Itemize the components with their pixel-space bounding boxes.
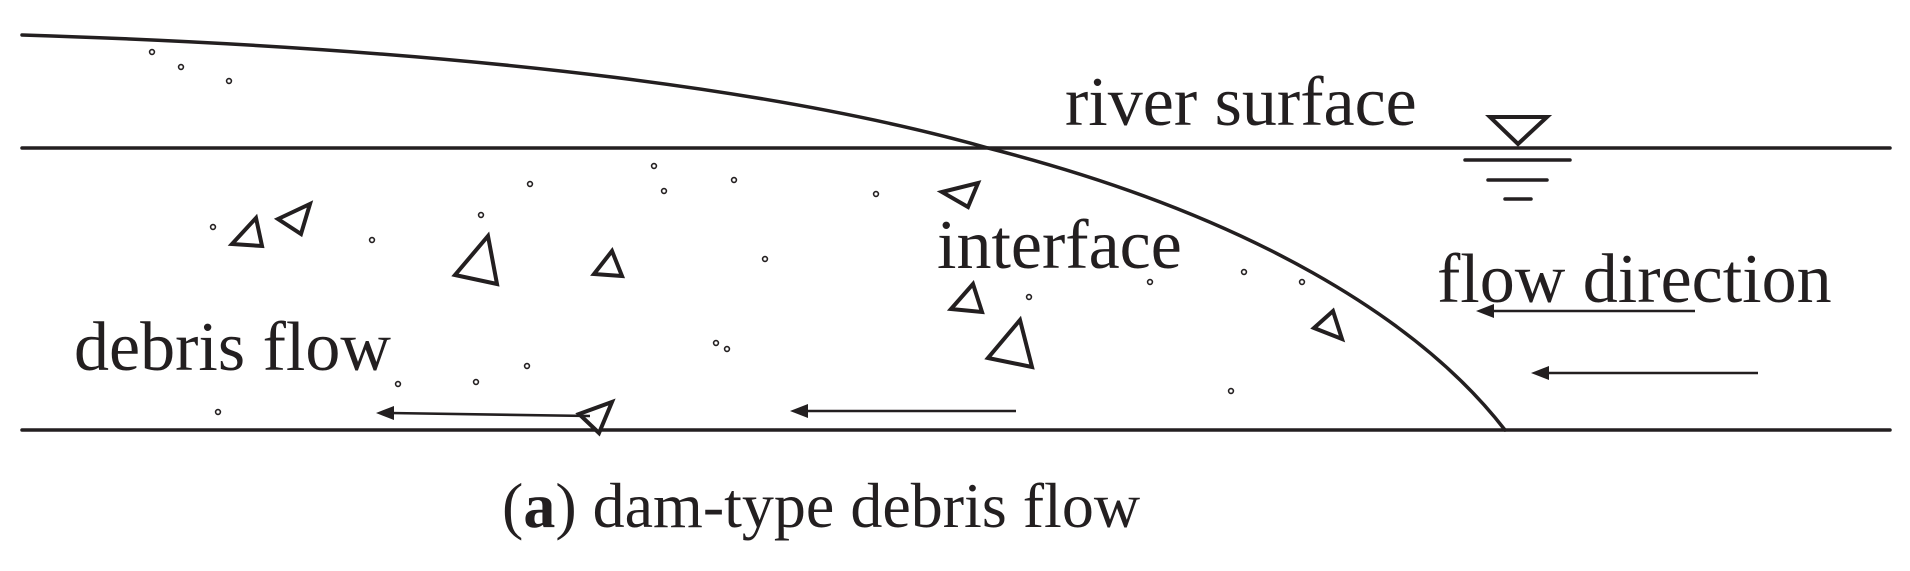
particle-dot xyxy=(1025,293,1033,301)
particle-dot xyxy=(761,255,769,263)
debris-triangle xyxy=(936,180,982,210)
particle-dot xyxy=(723,345,731,353)
river-surface-label: river surface xyxy=(1065,64,1417,141)
particle-dot xyxy=(214,408,222,416)
caption-text: ) dam-type debris flow xyxy=(555,470,1140,541)
particle-dot xyxy=(209,223,217,231)
particle-dot xyxy=(148,48,156,56)
particle-dot xyxy=(394,380,402,388)
particle-dot xyxy=(712,339,720,347)
flow-arrows xyxy=(376,304,1758,420)
debris-particles xyxy=(227,180,1346,437)
debris-triangle xyxy=(273,200,314,238)
arrow-head xyxy=(1531,366,1549,380)
arrow-left-icon xyxy=(389,411,591,418)
debris-triangle xyxy=(575,398,616,437)
particle-dot xyxy=(660,187,668,195)
arrow-head xyxy=(376,406,394,420)
particle-dot xyxy=(523,362,531,370)
debris-triangle xyxy=(1310,307,1346,343)
sediment-particles xyxy=(148,48,1306,416)
water-level-icon xyxy=(1463,115,1572,201)
debris-triangle xyxy=(946,280,985,315)
particle-dot xyxy=(1298,278,1306,286)
particle-dot xyxy=(368,236,376,244)
debris-triangle xyxy=(227,213,265,249)
arrow-head xyxy=(1476,304,1494,318)
particle-dot xyxy=(526,180,534,188)
particle-dot xyxy=(1240,268,1248,276)
debris-flow-label: debris flow xyxy=(74,309,391,386)
water-level-triangle xyxy=(1485,115,1553,147)
debris-triangle xyxy=(984,315,1035,370)
particle-dot xyxy=(225,77,233,85)
particle-dot xyxy=(477,211,485,219)
interface-curve xyxy=(20,33,1507,432)
flow-direction-label: flow direction xyxy=(1437,241,1832,318)
particle-dot xyxy=(872,190,880,198)
figure-caption: (a) dam-type debris flow xyxy=(502,470,1140,541)
interface-label: interface xyxy=(937,207,1182,284)
particle-dot xyxy=(1146,278,1154,286)
caption-letter: a xyxy=(523,470,555,541)
caption-open-paren: ( xyxy=(502,470,523,541)
debris-triangle xyxy=(451,231,500,287)
debris-triangle xyxy=(590,247,626,279)
particle-dot xyxy=(177,63,185,71)
arrow-head xyxy=(790,404,808,418)
particle-dot xyxy=(730,176,738,184)
particle-dot xyxy=(650,162,658,170)
particle-dot xyxy=(472,378,480,386)
particle-dot xyxy=(1227,387,1235,395)
